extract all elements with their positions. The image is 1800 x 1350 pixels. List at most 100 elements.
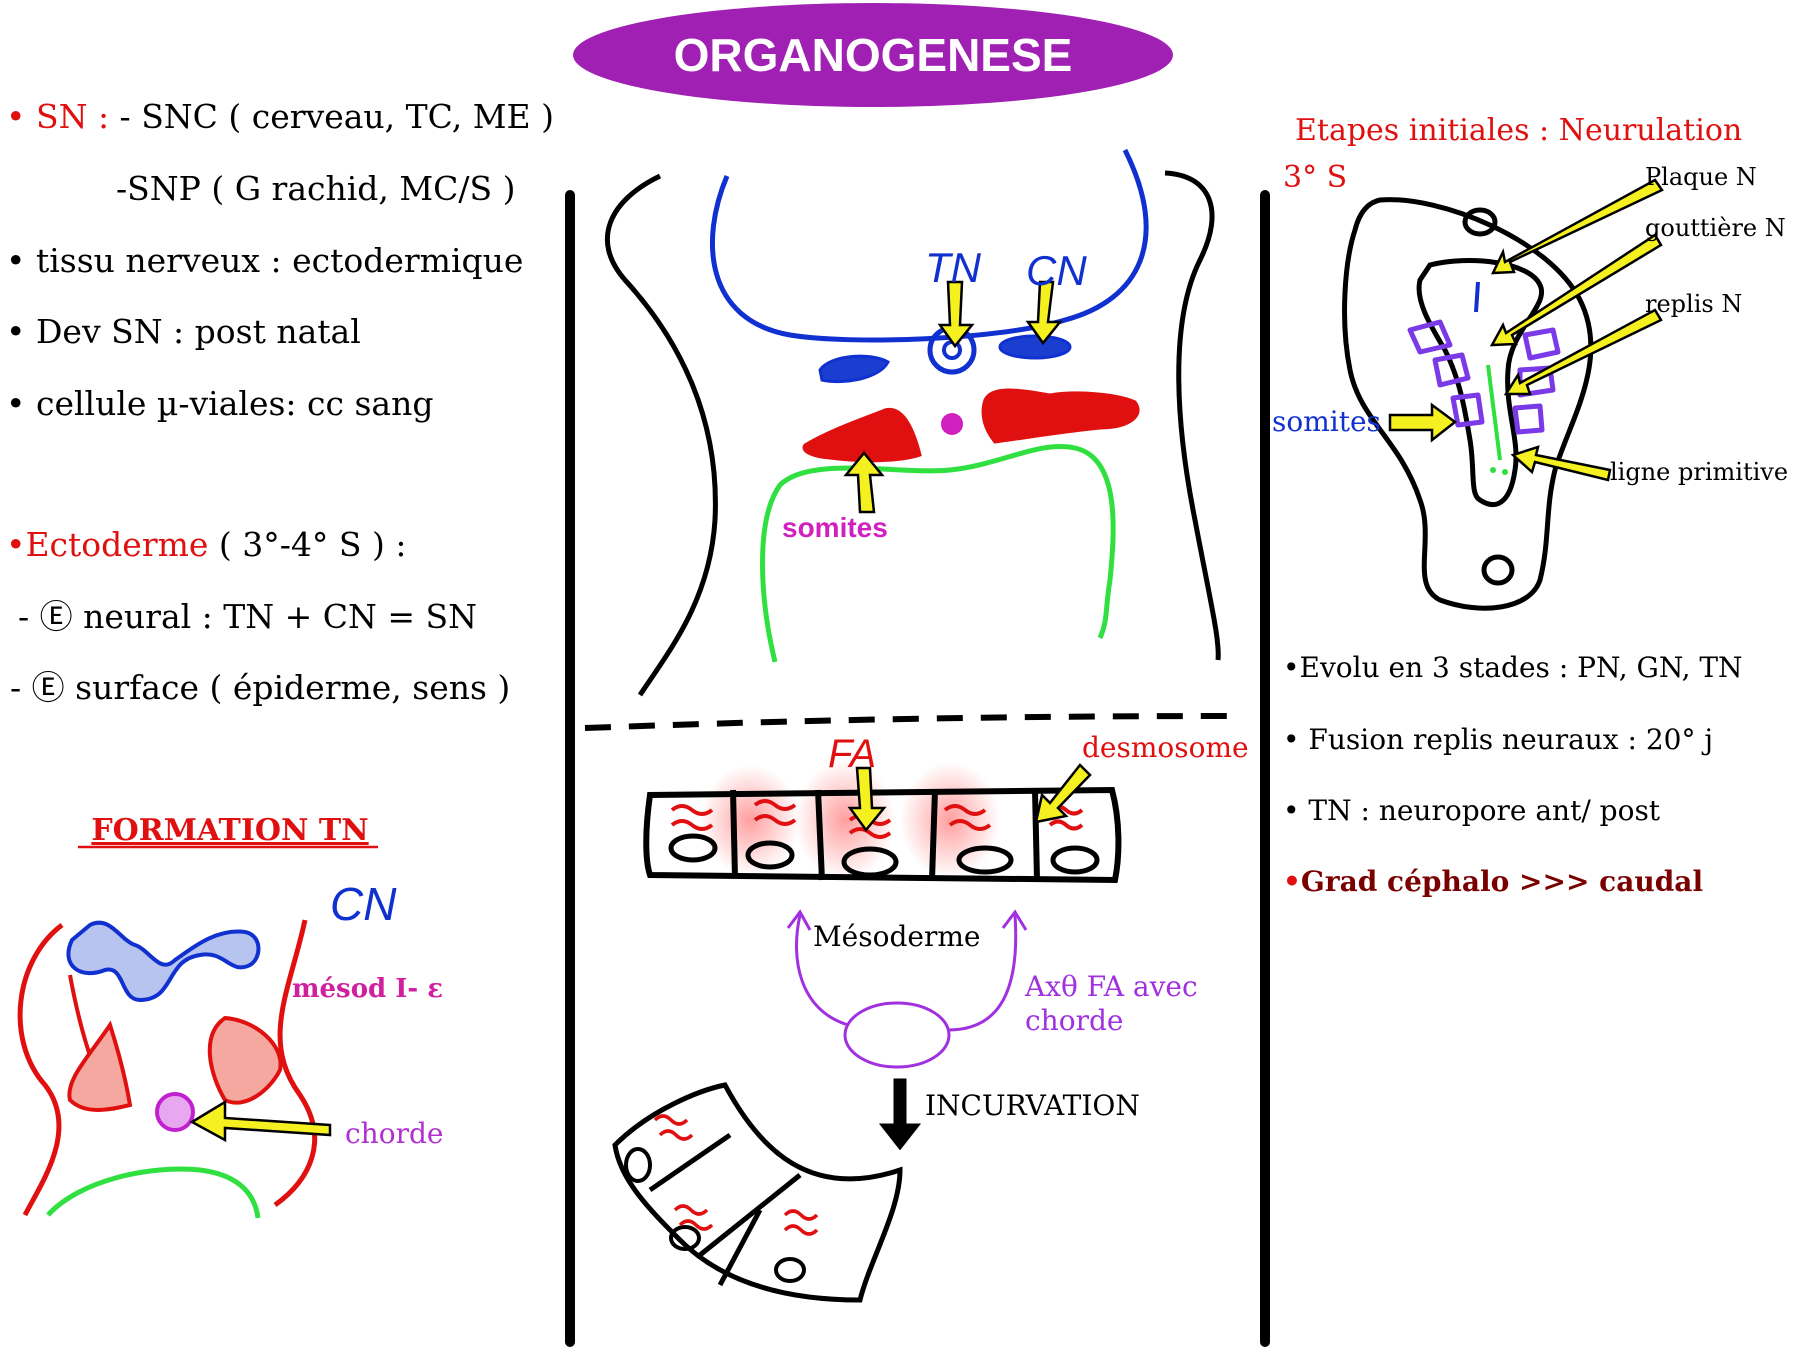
incurvation-arrow xyxy=(878,1078,922,1151)
purple-arrow-right xyxy=(947,914,1018,1032)
purple-arrowhead-right xyxy=(1001,909,1028,931)
glow-3 xyxy=(900,762,1000,878)
cell-wall-2 xyxy=(815,789,825,881)
purple-arrow-left xyxy=(794,914,849,1027)
label-desmosome: desmosome xyxy=(1082,731,1249,764)
prechordal-plate xyxy=(1462,207,1498,237)
somite-right xyxy=(981,388,1140,444)
red-outline-left xyxy=(17,922,64,1217)
ecto-surface: - Ⓔ surface ( épiderme, sens ) xyxy=(10,668,510,707)
label-fa: FA xyxy=(828,732,876,776)
arrow-desmosome xyxy=(1034,763,1092,824)
formation-tn-heading: FORMATION TN xyxy=(91,813,368,848)
nucleus-3 xyxy=(841,846,899,878)
arrow-fa xyxy=(847,766,887,833)
somite-left xyxy=(802,408,922,463)
endoderm-green-left xyxy=(46,1166,261,1219)
arrow-tn xyxy=(937,280,975,349)
right-notes: •Evolu en 3 stades : PN, GN, TN • Fusion… xyxy=(1283,651,1743,898)
arrow-ligne xyxy=(1510,445,1612,482)
label-cn-left: CN xyxy=(330,878,397,930)
cell-wall-1 xyxy=(730,789,738,879)
neural-crest-left xyxy=(818,354,890,384)
label-replis: replis N xyxy=(1645,290,1742,318)
cloacal-membrane xyxy=(1481,554,1515,586)
cell-row-outline xyxy=(643,786,1122,884)
label-mesoderme: Mésoderme xyxy=(813,920,980,953)
arrow-chorde-left xyxy=(189,1099,332,1143)
embryo-inner xyxy=(1416,258,1545,507)
nucleus-5 xyxy=(1050,845,1100,875)
left-notes: • SN : - SNC ( cerveau, TC, ME ) -SNP ( … xyxy=(6,97,554,707)
arrow-gouttiere xyxy=(1489,233,1663,347)
embryo-outer xyxy=(1342,197,1594,611)
dashed-divider xyxy=(584,713,1239,731)
bullet-grad: •Grad céphalo >>> caudal xyxy=(1283,865,1703,898)
notochord-bottom xyxy=(843,1001,951,1069)
cell-wall-3 xyxy=(929,789,938,881)
neural-plate-mark xyxy=(1474,281,1480,313)
label-gouttiere: gouttière N xyxy=(1645,214,1786,242)
endoderm-green-center xyxy=(760,444,1116,663)
bullet-cellule: • cellule µ-viales: cc sang xyxy=(6,384,433,423)
title-banner xyxy=(573,3,1173,107)
bullet-evolu: •Evolu en 3 stades : PN, GN, TN xyxy=(1283,651,1743,684)
label-axo-2: chorde xyxy=(1025,1004,1123,1037)
label-3s: 3° S xyxy=(1283,160,1347,195)
etapes-heading: Etapes initiales : Neurulation xyxy=(1295,113,1742,148)
label-incurvation: INCURVATION xyxy=(925,1089,1140,1122)
arrow-cn xyxy=(1025,280,1063,346)
sn-line-1: • SN : - SNC ( cerveau, TC, ME ) xyxy=(6,97,554,136)
cells-drawing xyxy=(612,760,1122,1303)
ectoderm-black-right xyxy=(1164,170,1221,661)
primitive-streak xyxy=(1486,364,1502,461)
sn-line-2: -SNP ( G rachid, MC/S ) xyxy=(116,169,516,208)
neural-crest-right xyxy=(998,334,1072,360)
label-plaque: Plaque N xyxy=(1645,163,1757,191)
arrow-plaque xyxy=(1490,178,1664,275)
bullet-dev: • Dev SN : post natal xyxy=(6,312,361,351)
cross-section-drawing xyxy=(605,148,1221,697)
notochord-left xyxy=(155,1092,195,1132)
label-axo-1: Axθ FA avec xyxy=(1024,970,1198,1003)
arrow-replis xyxy=(1503,308,1663,396)
title-text: ORGANOGENESE xyxy=(674,29,1073,81)
curved-wall-2 xyxy=(698,1173,802,1257)
mesoderm-left xyxy=(67,1020,133,1112)
label-cn-center: CN xyxy=(1026,247,1087,294)
formation-tn-drawing xyxy=(17,919,332,1219)
dots-green xyxy=(1490,467,1508,475)
bullet-tissu: • tissu nerveux : ectodermique xyxy=(6,241,523,280)
mesoderm-right xyxy=(207,1015,283,1105)
notochord-center xyxy=(941,413,963,435)
curved-tissue xyxy=(612,1082,903,1303)
curved-actin xyxy=(653,1114,819,1236)
purple-arrowhead-left xyxy=(786,909,812,931)
label-mesod: mésod I- ε xyxy=(292,974,443,1004)
label-somites-center: somites xyxy=(782,512,888,543)
red-outline-right xyxy=(273,919,318,1208)
arrow-somites xyxy=(843,451,885,514)
nucleus-4 xyxy=(956,845,1014,875)
nucleus-1 xyxy=(668,833,718,863)
label-somites-right: somites xyxy=(1272,405,1381,438)
curved-nucleus-3 xyxy=(774,1257,806,1283)
neural-plate-blue xyxy=(66,920,261,1003)
bullet-fusion: • Fusion replis neuraux : 20° j xyxy=(1283,723,1713,756)
label-chorde-left: chorde xyxy=(345,1117,443,1150)
nucleus-2 xyxy=(745,840,795,870)
label-tn-center: TN xyxy=(925,244,982,291)
ectoderme-line: •Ectoderme ( 3°-4° S ) : xyxy=(6,525,407,564)
bullet-tn: • TN : neuropore ant/ post xyxy=(1283,794,1661,827)
neural-blue-outline xyxy=(710,148,1149,343)
curved-wall-3 xyxy=(717,1208,763,1287)
ecto-neural: - Ⓔ neural : TN + CN = SN xyxy=(18,597,477,636)
cell-wall-4 xyxy=(1032,789,1040,881)
ectoderm-black-left xyxy=(605,173,718,697)
curved-nucleus-1 xyxy=(624,1147,652,1183)
label-ligne: ligne primitive xyxy=(1610,458,1788,486)
curved-nucleus-2 xyxy=(669,1225,701,1251)
curved-wall-1 xyxy=(648,1132,732,1193)
embryo-disc-drawing xyxy=(1342,178,1664,611)
